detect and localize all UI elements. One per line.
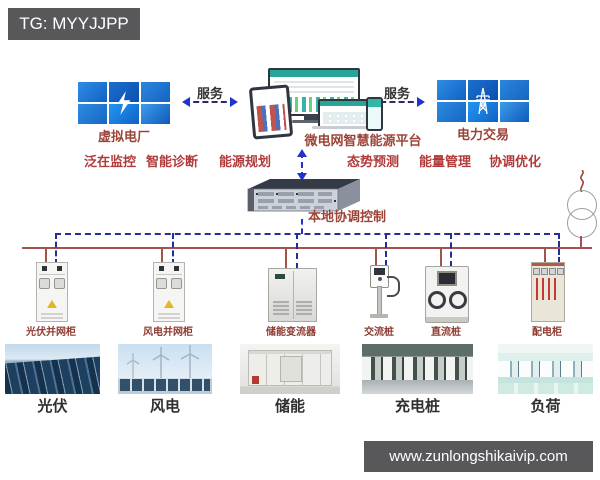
controller-server (238, 176, 364, 221)
arrowhead-left-icon (177, 97, 190, 107)
power-drop-dist-cabinet (544, 247, 546, 263)
storage-converter-cabinet (268, 268, 317, 322)
arrowhead-up-icon (297, 144, 307, 157)
power-drop-dc-pile (440, 247, 442, 267)
transformer-icon (567, 208, 597, 238)
charging-piles-label: 充电桩 (394, 398, 440, 415)
laptop-base (312, 126, 378, 129)
feature-optimization: 协调优化 (489, 154, 542, 169)
transformer-bus-link (580, 236, 582, 248)
feature-management: 能量管理 (419, 154, 472, 169)
virtual-power-plant-panel (78, 82, 170, 124)
arrowhead-down-icon (297, 173, 307, 186)
power-drop-wind-cabinet (161, 247, 163, 265)
service-label-right: 服务 (383, 86, 410, 101)
power-trading-label: 电力交易 (456, 127, 509, 142)
grid-squiggle-icon (576, 169, 588, 197)
pv-label: 光伏 (37, 398, 68, 415)
comm-drop-pv-cabinet (55, 233, 57, 265)
arrowhead-right-icon (230, 97, 243, 107)
dc-pile-label: 直流桩 (431, 327, 461, 338)
watermark-text: TG: MYYJJPP (19, 14, 129, 33)
platform-label: 微电网智慧能源平台 (304, 133, 422, 148)
distribution-cabinet-label: 配电柜 (532, 327, 562, 338)
feature-diagnosis: 智能诊断 (146, 154, 199, 169)
service-label-left: 服务 (196, 86, 223, 101)
controller-label: 本地协调控制 (307, 209, 386, 224)
storage-label: 储能 (274, 398, 305, 415)
feature-prediction: 态势预测 (347, 154, 400, 169)
pv-grid-cabinet-label: 光伏并网柜 (26, 327, 76, 338)
power-drop-pv-cabinet (45, 247, 47, 265)
arrowhead-right-icon (417, 97, 430, 107)
pv-photo (5, 344, 100, 394)
power-drop-pcs (285, 247, 287, 269)
comm-bus (55, 233, 560, 235)
controller-bus-link (301, 219, 303, 234)
tablet-screen (248, 84, 294, 140)
transmission-tower-icon (437, 80, 529, 122)
wind-turbine-icon (152, 347, 170, 378)
wind-label: 风电 (149, 398, 180, 415)
comm-drop-dc-pile (450, 233, 452, 267)
storage-converter-label: 储能变流器 (266, 327, 316, 338)
wind-grid-cabinet (153, 262, 185, 322)
comm-drop-dist-cabinet (558, 233, 560, 263)
website-bar: www.zunlongshikaivip.com (364, 441, 593, 472)
power-bus (22, 247, 592, 249)
storage-photo (240, 344, 340, 394)
power-trading-panel (437, 80, 529, 122)
wind-grid-cabinet-label: 风电并网柜 (143, 327, 193, 338)
wind-turbine-icon (126, 353, 140, 378)
charging-piles-photo (362, 344, 473, 394)
feature-monitoring: 泛在监控 (84, 154, 137, 169)
monitor-base (292, 120, 334, 123)
watermark-badge: TG: MYYJJPP (8, 8, 140, 40)
load-photo (498, 344, 593, 394)
lightning-icon (78, 82, 170, 124)
phone-screen (366, 97, 383, 131)
wind-turbine-icon (180, 345, 200, 378)
load-label: 负荷 (530, 398, 561, 415)
website-url: www.zunlongshikaivip.com (389, 448, 568, 465)
power-drop-ac-pile (375, 247, 377, 266)
feature-planning: 能源规划 (219, 154, 272, 169)
comm-drop-ac-pile (385, 233, 387, 266)
virtual-power-plant-label: 虚拟电厂 (97, 129, 150, 144)
comm-drop-wind-cabinet (172, 233, 174, 265)
pv-grid-cabinet (36, 262, 68, 322)
ac-pile-label: 交流桩 (364, 327, 394, 338)
comm-drop-pcs (296, 233, 298, 269)
monitor-stand (304, 114, 322, 120)
platform-controller-link (297, 149, 307, 181)
dc-charging-pile (425, 266, 469, 323)
wind-photo (118, 344, 212, 394)
service-arrow-left (182, 97, 238, 107)
distribution-cabinet (531, 262, 565, 322)
